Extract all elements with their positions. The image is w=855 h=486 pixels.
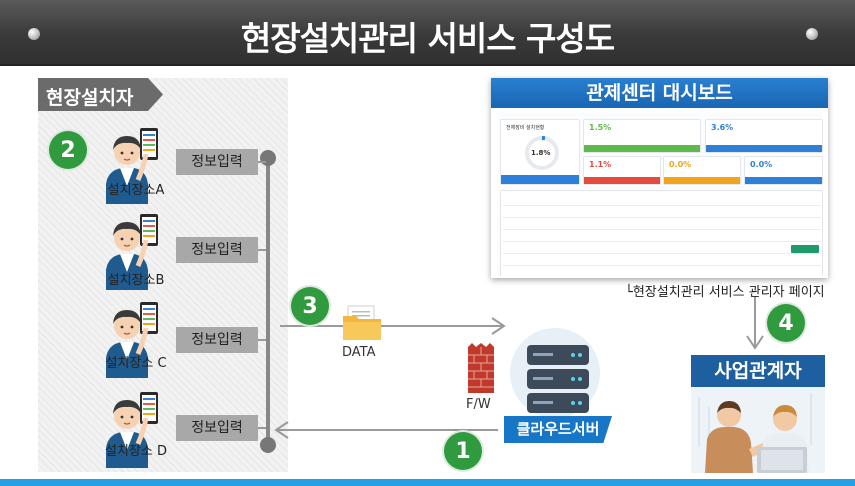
table-row [503, 229, 821, 230]
firewall-label: F/W [466, 397, 491, 412]
site-label-b: 설치장소B [107, 273, 165, 288]
info-input-box-c: 정보입력 [176, 327, 258, 353]
site-connector [258, 339, 266, 341]
dashboard-main-bar [501, 175, 579, 184]
site-label-d: 설치장소 D [105, 444, 167, 459]
table-action-button [791, 245, 819, 253]
worker-icon [106, 302, 158, 378]
table-row [503, 241, 821, 242]
page-title: 현장설치관리 서비스 구성도 [240, 19, 615, 58]
dashboard-card: 3.6% [705, 119, 823, 153]
step-2-badge: 2 [49, 131, 87, 169]
arrow-to-installer-head [274, 421, 289, 439]
step-1-badge: 1 [444, 432, 482, 470]
dashboard-card: 0.0% [663, 156, 741, 185]
bottom-bar [0, 479, 855, 486]
site-connector [258, 427, 266, 429]
dashboard-title: 관제센터 대시보드 [491, 78, 828, 108]
installer-label: 현장설치자 [38, 78, 163, 111]
dashboard-card: 1.5% [583, 119, 701, 153]
worker-icon [106, 214, 158, 290]
dashboard-card-pct: 0.0% [750, 160, 773, 169]
dashboard-card-bar [664, 177, 740, 184]
table-row [503, 253, 821, 254]
business-label: 사업관계자 [691, 355, 825, 387]
donut-gauge-icon [525, 136, 559, 170]
cloud-server-label: 클라우드서버 [504, 416, 612, 443]
dashboard-card-bar [706, 145, 822, 152]
screw-icon [28, 28, 40, 40]
folder-icon [343, 305, 381, 340]
site-label-a: 설치장소A [107, 183, 165, 198]
title-bar [0, 0, 855, 66]
server-icon [527, 345, 589, 413]
screw-icon [806, 28, 818, 40]
dashboard-card-pct: 3.6% [711, 123, 734, 132]
step-4-badge: 4 [767, 304, 805, 342]
bus-bottom-dot [260, 437, 276, 453]
worker-icon [106, 392, 158, 468]
info-input-box-a: 정보입력 [176, 149, 258, 175]
step-3-badge: 3 [291, 287, 329, 325]
worker-icon [106, 128, 158, 204]
dashboard-main-pct: 1.8% [531, 149, 551, 157]
site-connector [258, 249, 266, 251]
dashboard-main-card-title: 전체장비 설치현황 [506, 125, 545, 131]
dashboard-card-pct: 1.1% [589, 160, 612, 169]
dashboard-table [500, 190, 823, 276]
dashboard-caption: └현장설치관리 서비스 관리자 페이지 [625, 285, 825, 300]
table-row [503, 265, 821, 266]
site-connector [258, 161, 266, 163]
table-row [503, 217, 821, 218]
dashboard-card-bar [745, 177, 822, 184]
dashboard-card-bar [584, 177, 660, 184]
arrow-to-server-head [491, 317, 506, 335]
firewall-icon [468, 343, 494, 393]
arrow-to-business-head [746, 335, 764, 350]
data-bus-line [266, 158, 270, 445]
dashboard-card: 1.1% [583, 156, 661, 185]
info-input-box-b: 정보입력 [176, 237, 258, 263]
dashboard-card: 0.0% [744, 156, 823, 185]
dashboard-main-card: 전체장비 설치현황 1.8% [500, 119, 580, 185]
table-row [503, 205, 821, 206]
info-input-box-d: 정보입력 [176, 415, 258, 441]
dashboard-screenshot: 전체장비 설치현황 1.8% 1.5% 3.6% 1.1% 0.0% 0.0% [497, 112, 823, 276]
data-label: DATA [342, 345, 376, 360]
dashboard-card-bar [584, 145, 700, 152]
site-label-c: 설치장소 C [105, 356, 167, 371]
dashboard-card-pct: 0.0% [669, 160, 692, 169]
business-people-icon [698, 393, 812, 473]
dashboard-card-pct: 1.5% [589, 123, 612, 132]
